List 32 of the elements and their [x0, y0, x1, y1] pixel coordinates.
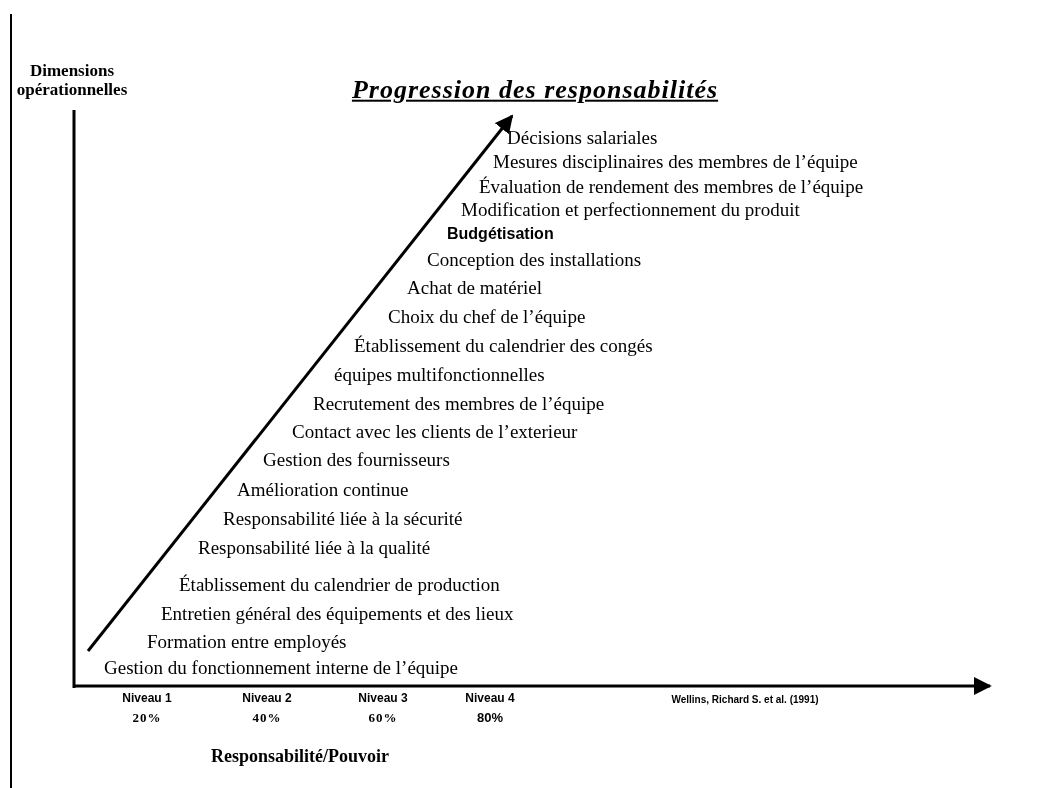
- level-label: Niveau 4: [465, 692, 515, 706]
- percentage-label: 20%: [132, 710, 162, 726]
- responsibility-item: Responsabilité liée à la sécurité: [223, 508, 463, 530]
- responsibility-item: équipes multifonctionnelles: [334, 364, 545, 386]
- responsibility-item: Établissement du calendrier des congés: [354, 335, 653, 357]
- responsibility-item: Entretien général des équipements et des lieux: [161, 603, 514, 625]
- axis-label: Dimensions opérationnelles: [15, 62, 129, 100]
- level-label: Niveau 2: [242, 692, 292, 706]
- responsibility-item: Modification et perfectionnement du produit: [461, 199, 800, 221]
- responsibility-item: Décisions salariales: [507, 127, 658, 149]
- responsibility-item: Évaluation de rendement des membres de l’équipe: [479, 176, 864, 198]
- percentage-label: 80%: [477, 710, 503, 726]
- responsibility-item: Conception des installations: [427, 249, 642, 271]
- responsibility-item: Responsabilité liée à la qualité: [198, 537, 431, 559]
- responsibility-item: Contact avec les clients de l’exterieur: [292, 421, 578, 443]
- percentage-label: 60%: [368, 710, 398, 726]
- level-label: Niveau 1: [122, 692, 172, 706]
- responsibility-item: Choix du chef de l’équipe: [388, 306, 586, 328]
- percentage-label: 40%: [252, 710, 282, 726]
- axis-label: Responsabilité/Pouvoir: [211, 747, 389, 767]
- responsibility-item: Amélioration continue: [237, 479, 409, 501]
- responsibility-item: Gestion du fonctionnement interne de l’équipe: [104, 657, 459, 679]
- responsibility-item: Recrutement des membres de l’équipe: [313, 393, 605, 415]
- responsibility-item: Établissement du calendrier de production: [179, 574, 500, 596]
- title: Progression des responsabilités: [351, 75, 719, 105]
- responsibility-item: Achat de matériel: [407, 277, 543, 299]
- level-label: Niveau 3: [358, 692, 408, 706]
- responsibility-item: Mesures disciplinaires des membres de l’équipe: [493, 151, 858, 173]
- responsibility-item: Formation entre employés: [147, 631, 347, 653]
- responsibility-item: Gestion des fournisseurs: [263, 449, 450, 471]
- responsibility-item: Budgétisation: [447, 225, 554, 243]
- source-citation: Wellins, Richard S. et al. (1991): [671, 693, 819, 705]
